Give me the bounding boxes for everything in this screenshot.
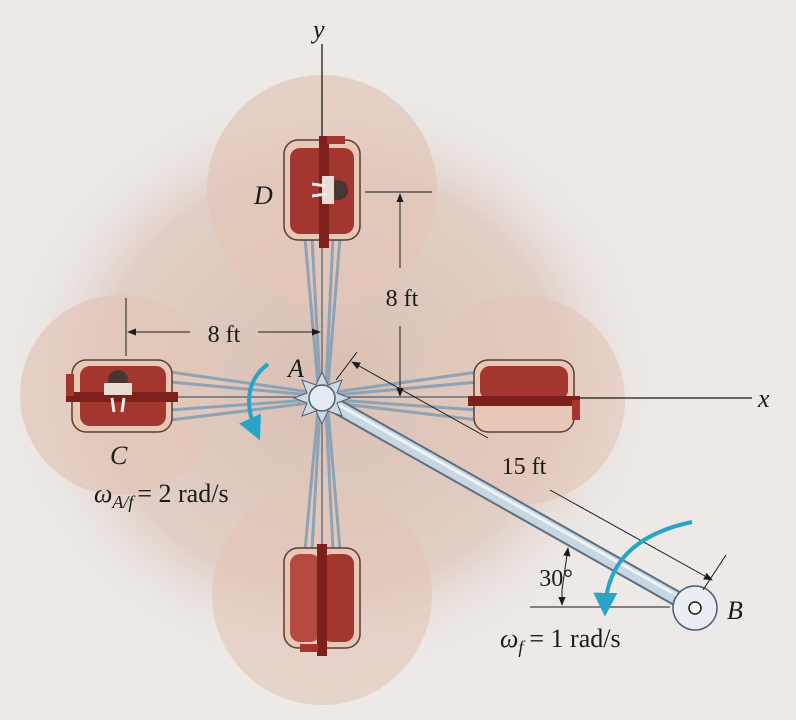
x-axis-label: x xyxy=(757,384,770,413)
car-bottom xyxy=(283,544,361,656)
point-a-label: A xyxy=(286,354,304,383)
dim-arm-arrow-a xyxy=(351,361,489,439)
dim-arm-tick-b xyxy=(702,554,727,591)
car-right xyxy=(468,359,580,433)
shadow-blob xyxy=(0,80,660,680)
omega-f-symbol: ω xyxy=(500,624,518,653)
main-arm-highlight xyxy=(329,398,686,602)
point-c-label: C xyxy=(110,441,128,470)
omega-a-f-label: ωA/f= 2 rad/s xyxy=(94,479,229,512)
omega-a-f-arrow xyxy=(239,362,270,441)
dim-arm-arrow-b xyxy=(549,489,713,581)
y-axis-label: y xyxy=(310,15,325,44)
dim-h-label: 8 ft xyxy=(208,322,241,348)
point-d-label: D xyxy=(253,181,273,210)
hub-a xyxy=(308,384,336,412)
horizontal-cables xyxy=(169,370,479,422)
omega-f-label: ωf= 1 rad/s xyxy=(500,624,621,657)
car-d xyxy=(283,136,361,248)
pivot-b-inner xyxy=(688,601,702,615)
angle-label: 30° xyxy=(539,566,573,592)
omega-a-f-subscript: A/f xyxy=(111,492,136,512)
dim-arm-label: 15 ft xyxy=(502,454,547,480)
point-b-label: B xyxy=(727,596,743,625)
dim-arm-tick-a xyxy=(335,351,358,381)
omega-a-f-symbol: ω xyxy=(94,479,112,508)
dim-v-label: 8 ft xyxy=(386,286,419,312)
vertical-cables xyxy=(303,237,342,551)
omega-a-f-value: = 2 rad/s xyxy=(137,479,228,508)
car-c xyxy=(66,359,178,433)
angle-arrow-up xyxy=(561,547,571,591)
main-arm xyxy=(316,392,696,612)
omega-f-subscript: f xyxy=(518,637,526,657)
omega-f-value: = 1 rad/s xyxy=(529,624,620,653)
omega-f-arrow xyxy=(593,520,693,617)
